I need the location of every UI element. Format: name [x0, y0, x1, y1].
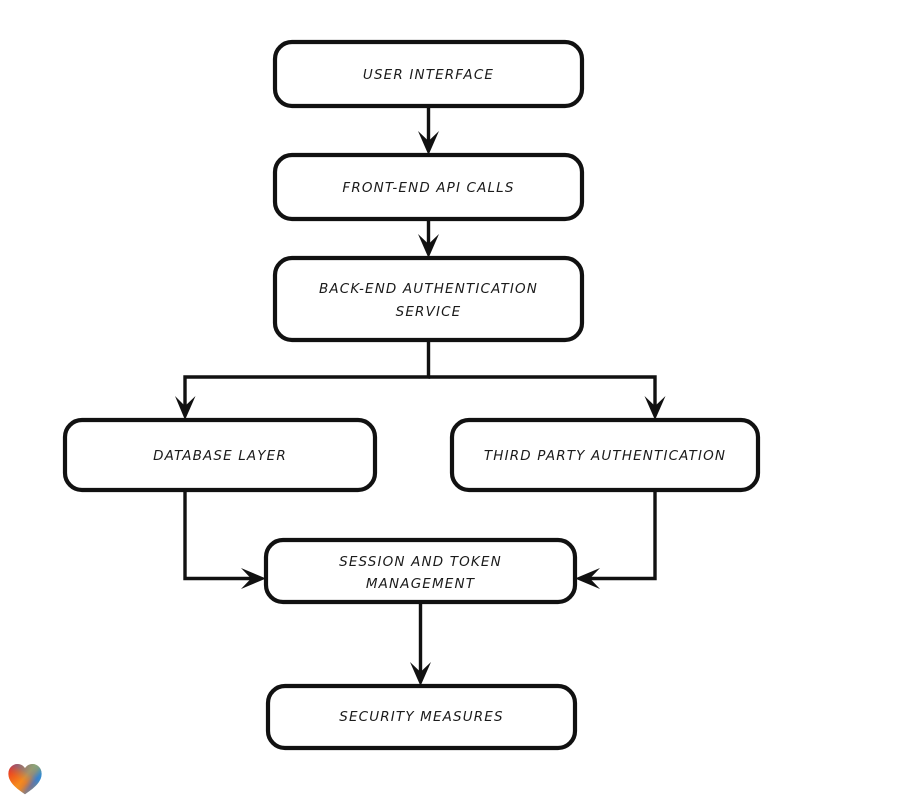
edge-ui-to-api	[418, 106, 439, 155]
node-back-end-authentication-service-shape[interactable]	[272, 255, 585, 343]
node-session-and-token-management-label-line1: SESSION AND TOKEN	[339, 554, 502, 570]
heart-icon	[8, 764, 42, 795]
edge-backend-to-thirdparty	[428, 375, 666, 420]
node-front-end-api-calls[interactable]: FRONT-END API CALLS	[272, 152, 585, 222]
node-third-party-authentication[interactable]: THIRD PARTY AUTHENTICATION	[449, 417, 761, 493]
node-user-interface[interactable]: USER INTERFACE	[272, 39, 585, 109]
node-third-party-authentication-shape[interactable]	[449, 417, 761, 493]
node-session-and-token-management-label-line2: MANAGEMENT	[366, 576, 476, 592]
node-database-layer-label: DATABASE LAYER	[153, 448, 287, 464]
node-database-layer-shape[interactable]	[62, 417, 378, 493]
node-security-measures-shape[interactable]	[265, 683, 578, 751]
edge-backend-to-database	[175, 340, 431, 420]
node-back-end-authentication-service-label-line1: BACK-END AUTHENTICATION	[319, 281, 538, 297]
node-database-layer[interactable]: DATABASE LAYER	[62, 417, 378, 493]
edge-database-to-session	[183, 490, 266, 589]
node-third-party-authentication-label: THIRD PARTY AUTHENTICATION	[484, 448, 726, 464]
node-back-end-authentication-service[interactable]: BACK-END AUTHENTICATION SERVICE	[272, 255, 585, 343]
node-session-and-token-management-shape[interactable]	[263, 537, 578, 605]
node-user-interface-shape[interactable]	[272, 39, 585, 109]
node-user-interface-label: USER INTERFACE	[363, 67, 494, 83]
node-front-end-api-calls-label: FRONT-END API CALLS	[342, 180, 514, 196]
node-back-end-authentication-service-label-line2: SERVICE	[396, 304, 462, 320]
node-session-and-token-management[interactable]: SESSION AND TOKEN MANAGEMENT	[263, 537, 578, 605]
node-security-measures[interactable]: SECURITY MEASURES	[265, 683, 578, 751]
node-front-end-api-calls-shape[interactable]	[272, 152, 585, 222]
edge-session-to-security	[410, 602, 431, 686]
edge-thirdparty-to-session	[575, 490, 657, 589]
edge-api-to-backend	[418, 219, 439, 258]
node-security-measures-label: SECURITY MEASURES	[339, 709, 503, 725]
